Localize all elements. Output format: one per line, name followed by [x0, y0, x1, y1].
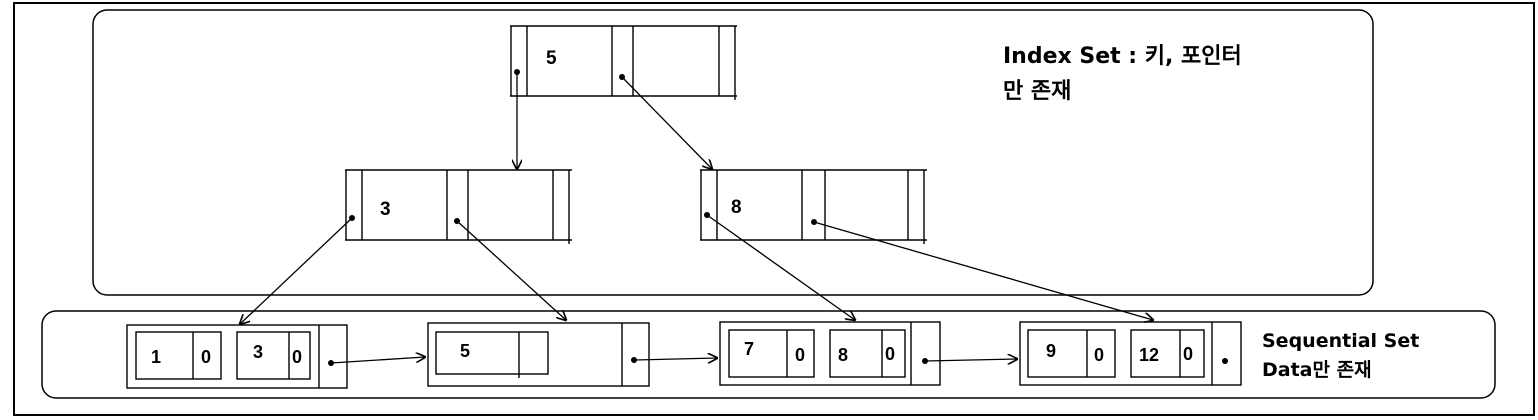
index-set-region: [92, 9, 1374, 296]
leaf-node-3: [719, 321, 941, 386]
leaf-1-key-2: 3: [253, 342, 263, 362]
arrow-left-to-leaf-1: [240, 217, 353, 324]
leaf-4-key-2: 12: [1139, 345, 1159, 365]
sequential-set-note-line2: Data만 존재: [1262, 359, 1372, 381]
arrow-left-to-leaf-2: [456, 220, 566, 320]
arrow-leaf-1-to-leaf-2: [330, 357, 425, 364]
index-node-left: [345, 169, 572, 244]
leaf-4-flag-2: 0: [1183, 344, 1193, 364]
arrow-right-to-leaf-3: [706, 214, 855, 320]
index-node-root: [510, 25, 737, 100]
right-key: 8: [731, 197, 742, 218]
leaf-node-2: [427, 322, 650, 387]
leaf-1-key-1: 1: [151, 347, 161, 367]
sequential-set-region: [41, 310, 1496, 399]
leaf-3-flag-1: 0: [795, 345, 805, 365]
arrow-leaf-3-to-leaf-4: [924, 359, 1017, 361]
index-set-note-line2: 만 존재: [1003, 79, 1071, 104]
root-key: 5: [546, 48, 557, 69]
pointer-arrows: [240, 72, 1153, 363]
leaf-node-4: [1019, 321, 1242, 386]
index-node-right: [700, 169, 927, 244]
sequential-set-note-line1: Sequential Set: [1262, 330, 1419, 352]
leaf-1-flag-1: 0: [201, 347, 211, 367]
leaf-node-1: [126, 324, 348, 389]
leaf-2-key-1: 5: [460, 341, 470, 361]
outer-frame: [13, 2, 1535, 416]
left-key: 3: [380, 199, 391, 220]
leaf-1-flag-2: 0: [292, 347, 302, 367]
arrow-root-to-right: [621, 76, 712, 169]
index-set-note-line1: Index Set : 키, 포인터: [1003, 44, 1242, 69]
leaf-4-flag-1: 0: [1094, 345, 1104, 365]
arrow-leaf-2-to-leaf-3: [633, 358, 717, 360]
leaf-3-key-2: 8: [838, 345, 848, 365]
leaf-4-key-1: 9: [1046, 341, 1056, 361]
leaf-3-key-1: 7: [744, 339, 754, 359]
leaf-3-flag-2: 0: [885, 344, 895, 364]
arrow-right-to-leaf-4: [813, 221, 1153, 320]
